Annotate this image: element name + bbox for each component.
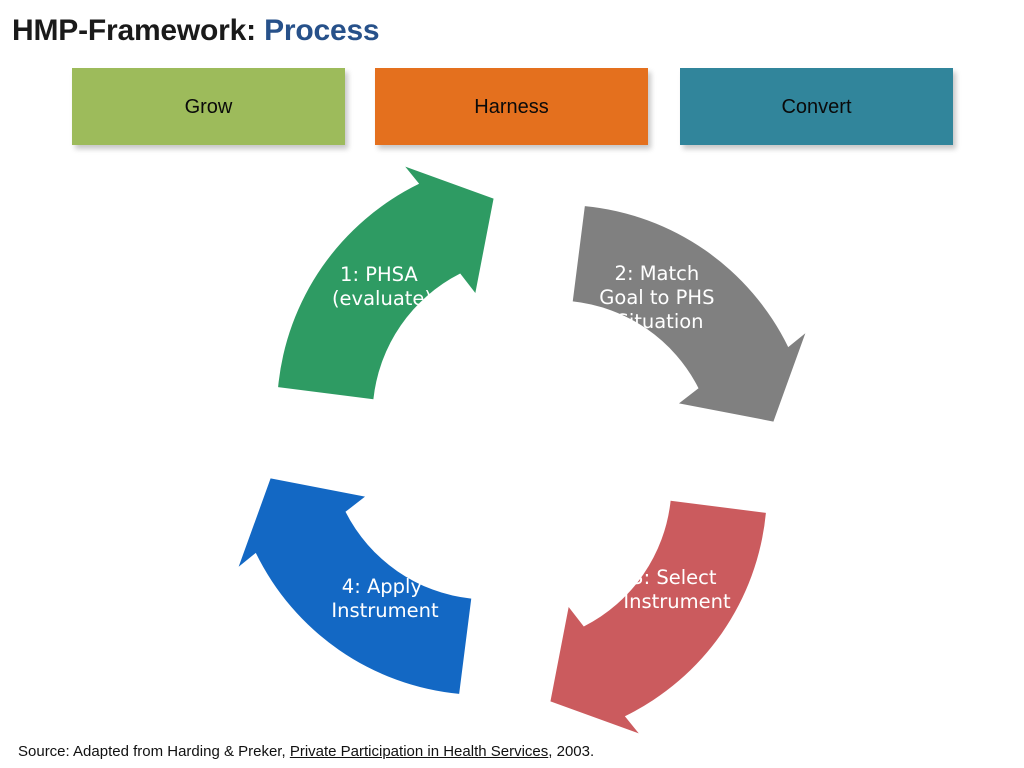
banner-box-convert[interactable]: Convert [680, 68, 953, 145]
banner-label-grow: Grow [184, 95, 233, 118]
source-prefix: Source: Adapted from Harding & Preker, [18, 743, 290, 760]
page-title-main: HMP-Framework: [12, 14, 256, 47]
cycle-segment-2-match[interactable] [563, 185, 814, 442]
source-suffix: , 2003. [548, 743, 595, 760]
banner-label-convert: Convert [781, 95, 852, 118]
banner-box-harness[interactable]: Harness [375, 68, 648, 145]
source-note: Source: Adapted from Harding & Preker, P… [18, 743, 594, 761]
cycle-segment-3-label: 3: Select Instrument [623, 566, 731, 613]
page-title: HMP-Framework: Process [12, 14, 380, 47]
cycle-segment-4-label: 4: Apply Instrument [331, 575, 439, 622]
banner-row: Grow Harness Convert [0, 68, 1024, 148]
cycle-segment-2-label: 2: Match Goal to PHS Situation [599, 262, 720, 333]
cycle-segment-3-select[interactable] [531, 491, 788, 742]
page-title-accent: Process [264, 14, 380, 47]
cycle-diagram: 1: PHSA (evaluate) 2: Match Goal to PHS … [222, 150, 822, 750]
banner-label-harness: Harness [474, 95, 549, 118]
source-work-title: Private Participation in Health Services [289, 743, 549, 760]
banner-box-grow[interactable]: Grow [72, 68, 345, 145]
cycle-segment-1-phsa[interactable] [257, 158, 514, 409]
cycle-segment-4-apply[interactable] [230, 459, 481, 716]
cycle-segment-1-label: 1: PHSA (evaluate) [332, 263, 432, 310]
